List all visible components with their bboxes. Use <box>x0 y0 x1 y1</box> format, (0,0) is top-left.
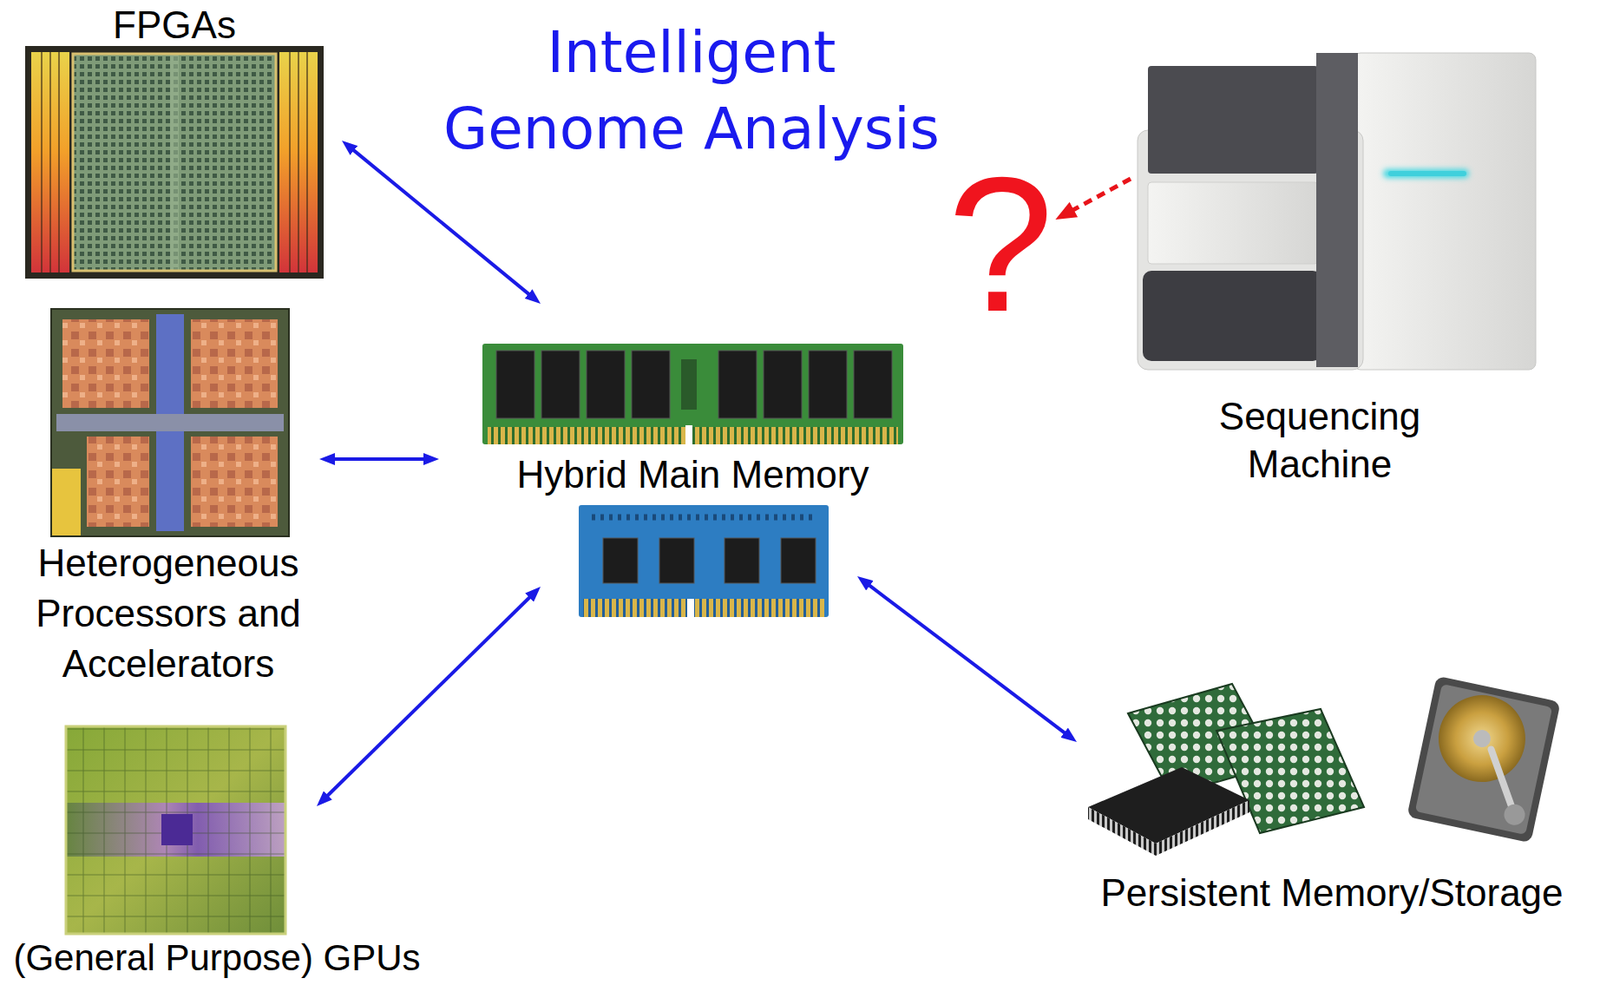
pcb <box>482 343 904 445</box>
dram-chip <box>659 537 695 584</box>
dram-chip <box>780 537 816 584</box>
hdd-platter <box>1430 687 1535 791</box>
diagram-title: Intelligent Genome Analysis <box>432 14 951 168</box>
module-notch <box>687 598 695 617</box>
connectors <box>325 148 1131 798</box>
sequencer-right-panel <box>1353 52 1536 370</box>
hdd-tray <box>1415 683 1553 835</box>
status-light-glow <box>1383 169 1469 178</box>
fpga-spine <box>170 53 179 271</box>
hard-disk <box>1406 675 1561 844</box>
dram-chip <box>808 350 847 419</box>
gpu-die-illustration <box>65 726 286 934</box>
memory-node: Hybrid Main Memory <box>482 343 904 617</box>
die-base <box>51 308 289 537</box>
hdd-case <box>1406 675 1561 844</box>
question-mark: ? <box>947 149 1054 341</box>
hdd-arm <box>1478 749 1527 815</box>
sequencer-screen <box>1147 65 1319 174</box>
bidirectional-arrow <box>351 148 532 296</box>
dram-chip <box>586 350 625 419</box>
component-label: Heterogeneous Processors and Accelerator… <box>20 537 316 689</box>
storage-node: Persistent Memory/Storage <box>1075 676 1588 920</box>
bidirectional-arrow <box>331 457 427 461</box>
die-border <box>51 308 289 537</box>
dram-module-green <box>482 343 904 445</box>
sequencer-door <box>1147 182 1319 264</box>
component-label: (General Purpose) GPUs <box>6 937 427 979</box>
processor-die-illustration <box>51 308 289 537</box>
hdd-pivot <box>1501 802 1527 827</box>
dram-chip <box>496 350 535 419</box>
sequencer-node: Sequencing Machine <box>1137 52 1536 488</box>
bidirectional-arrow <box>325 595 532 798</box>
dram-chip <box>631 350 670 419</box>
tsop-pins <box>1155 800 1250 856</box>
dram-chip <box>603 537 638 584</box>
gold-contacts <box>583 598 825 617</box>
processor-node: Heterogeneous Processors and Accelerator… <box>20 308 316 690</box>
sequencer-lower-panel <box>1142 270 1322 361</box>
interconnect-band <box>56 413 284 432</box>
gpu-center <box>161 813 193 846</box>
dashed-arrow <box>1068 178 1131 212</box>
core-block <box>190 436 278 527</box>
gpu-grid <box>65 726 286 934</box>
smd-components <box>591 514 816 521</box>
core-block <box>86 436 150 527</box>
module-notch <box>685 425 693 445</box>
fpga-fabric <box>72 53 276 271</box>
component-label: Hybrid Main Memory <box>482 452 904 497</box>
dram-chip <box>541 350 580 419</box>
fpga-node: FPGAs <box>25 3 324 279</box>
fpga-io-lines <box>41 52 308 273</box>
question-mark-node: ? <box>947 149 1054 341</box>
bidirectional-arrow <box>866 583 1068 735</box>
dram-chip <box>724 537 760 584</box>
gold-contacts <box>487 426 899 445</box>
hdd-spindle <box>1471 727 1493 749</box>
sequencer-pillar <box>1316 52 1358 368</box>
sequencer-illustration <box>1137 52 1536 370</box>
component-label: Persistent Memory/Storage <box>1075 871 1588 915</box>
dram-chip <box>853 350 892 419</box>
gpu-base <box>65 726 286 934</box>
component-label: Sequencing Machine <box>1189 392 1450 488</box>
component-label: FPGAs <box>25 3 324 47</box>
spd-chip <box>681 359 697 410</box>
core-block <box>62 319 150 408</box>
gpu-border <box>65 726 286 934</box>
fpga-package <box>25 45 324 279</box>
status-light <box>1388 170 1467 177</box>
cache-block <box>51 468 81 537</box>
gpu-node: (General Purpose) GPUs <box>6 726 427 979</box>
storage-illustration <box>1088 675 1561 856</box>
dram-chip <box>763 350 802 419</box>
fpga-fabric-border <box>72 53 276 271</box>
tsop-pins <box>1088 806 1156 856</box>
dram-module-blue <box>578 504 829 617</box>
dram-chip <box>718 350 757 419</box>
fpga-illustration <box>25 45 324 279</box>
pcb <box>578 504 829 617</box>
core-block <box>190 319 278 408</box>
